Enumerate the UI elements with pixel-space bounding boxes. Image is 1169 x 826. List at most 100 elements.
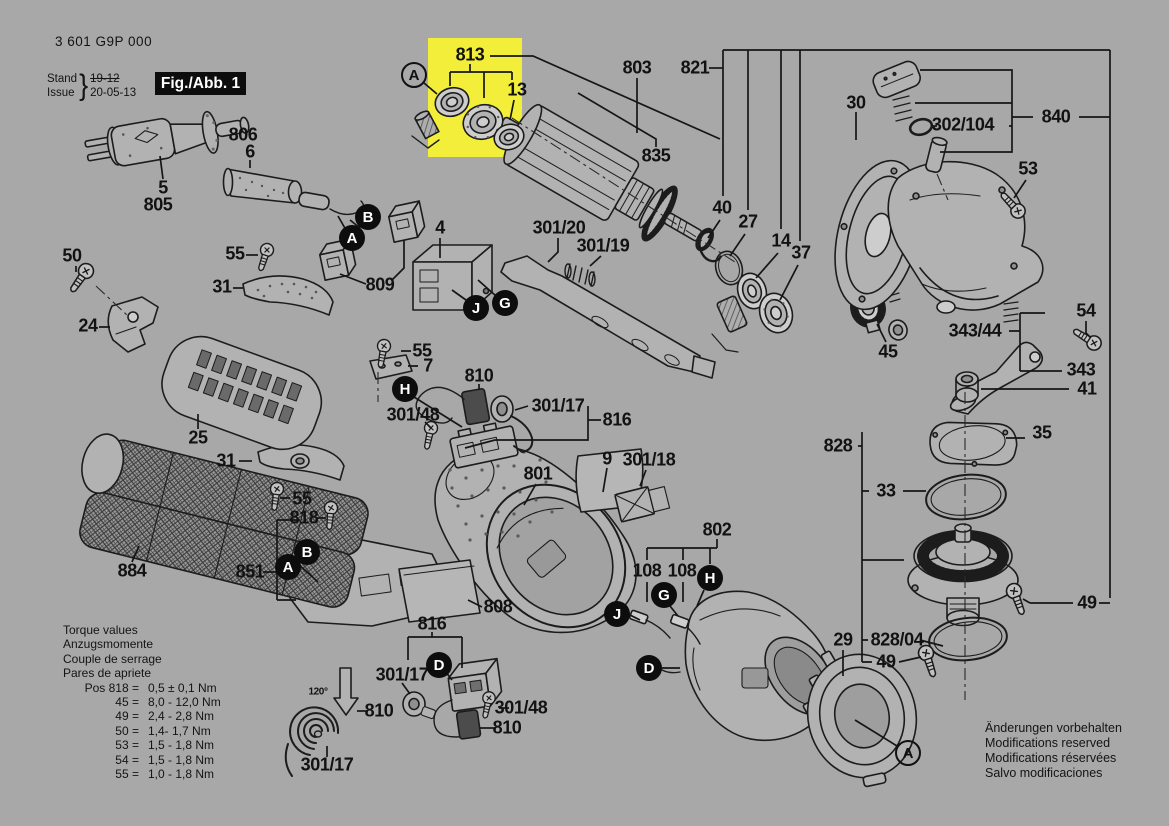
callout-301-19: 301/19 bbox=[576, 235, 630, 256]
gasket bbox=[929, 421, 1018, 467]
ref-marker-h: H bbox=[392, 376, 418, 402]
torque-row: 55 =1,0 - 1,8 Nm bbox=[115, 767, 215, 782]
grommet bbox=[402, 691, 436, 720]
stand-label: Stand bbox=[47, 72, 78, 85]
callout-27: 27 bbox=[738, 211, 758, 232]
ref-marker-b: B bbox=[355, 204, 381, 230]
callout-108: 108 bbox=[667, 560, 697, 581]
torque-title: Anzugsmomente bbox=[63, 637, 154, 652]
callout-6: 6 bbox=[245, 141, 255, 162]
device-part-number: 3 601 G9P 000 bbox=[55, 34, 153, 49]
callout-7: 7 bbox=[423, 355, 433, 376]
rear-housing bbox=[161, 335, 323, 451]
callout-810: 810 bbox=[492, 717, 522, 738]
issue-label: Issue bbox=[47, 86, 75, 99]
stand-value: 19-12 bbox=[90, 72, 120, 85]
torque-title: Couple de serrage bbox=[63, 651, 162, 666]
callout-802: 802 bbox=[702, 519, 732, 540]
callout-801: 801 bbox=[523, 463, 553, 484]
callout-13: 13 bbox=[507, 79, 527, 100]
callout-29: 29 bbox=[833, 629, 853, 650]
callout-14: 14 bbox=[771, 230, 791, 251]
grommet bbox=[490, 395, 534, 453]
callout-809: 809 bbox=[365, 274, 395, 295]
callout-301-17: 301/17 bbox=[531, 395, 585, 416]
ref-marker-a-outline: A bbox=[401, 62, 427, 88]
figure-label: Fig./Abb. 1 bbox=[155, 72, 246, 95]
callout-55: 55 bbox=[412, 340, 432, 361]
ref-marker-g: G bbox=[492, 290, 518, 316]
capacitor-wire bbox=[415, 386, 465, 424]
torque-values-block: Torque values Anzugsmomente Couple de se… bbox=[63, 623, 221, 781]
callout-35: 35 bbox=[1032, 422, 1052, 443]
ref-marker-a: A bbox=[275, 554, 301, 580]
ref-marker-a: A bbox=[339, 225, 365, 251]
callout-816: 816 bbox=[417, 613, 447, 634]
callout-301-17: 301/17 bbox=[375, 664, 429, 685]
callout-813: 813 bbox=[455, 44, 485, 65]
notice-line: Modifications reserved bbox=[985, 736, 1111, 750]
o-ring-828-04 bbox=[928, 616, 1008, 662]
ref-marker-j: J bbox=[463, 295, 489, 321]
callout-30: 30 bbox=[846, 92, 866, 113]
notice-line: Salvo modificaciones bbox=[985, 766, 1103, 780]
callout-55: 55 bbox=[292, 488, 312, 509]
power-plug bbox=[84, 110, 250, 167]
callout-31: 31 bbox=[216, 450, 236, 471]
ref-marker-j: J bbox=[604, 601, 630, 627]
callout-851: 851 bbox=[235, 561, 265, 582]
carbon-brush bbox=[387, 200, 426, 243]
torque-row: 45 =8,0 - 12,0 Nm bbox=[115, 695, 221, 710]
switch-block bbox=[412, 244, 493, 311]
vent-plate bbox=[242, 275, 334, 316]
lock-button bbox=[872, 60, 921, 99]
rotation-arrow bbox=[333, 667, 359, 716]
brace-glyph: } bbox=[79, 68, 89, 102]
callout-803: 803 bbox=[622, 57, 652, 78]
callout-33: 33 bbox=[876, 480, 896, 501]
cord-protector bbox=[222, 167, 365, 216]
callout-9: 9 bbox=[602, 448, 612, 469]
callout-810: 810 bbox=[364, 700, 394, 721]
modifications-notice: Änderungen vorbehalten Modifications res… bbox=[985, 721, 1122, 781]
torque-row: 53 =1,5 - 1,8 Nm bbox=[115, 738, 215, 753]
coiled-wire bbox=[284, 706, 340, 777]
callout-4: 4 bbox=[435, 217, 445, 238]
notice-line: Modifications réservées bbox=[985, 751, 1117, 765]
callout-805: 805 bbox=[143, 194, 173, 215]
callout-302-104: 302/104 bbox=[931, 114, 995, 135]
torque-row: 50 =1,4- 1,7 Nm bbox=[115, 723, 211, 738]
callout-54: 54 bbox=[1076, 300, 1096, 321]
callout-828-04: 828/04 bbox=[870, 629, 924, 650]
callout-120deg: 120° bbox=[308, 686, 328, 698]
callout-301-20: 301/20 bbox=[532, 217, 586, 238]
o-ring-302-104 bbox=[908, 117, 934, 137]
revision-block: Stand Issue } 19-12 20-05-13 bbox=[47, 68, 137, 102]
bushing bbox=[955, 371, 979, 403]
leader-lines bbox=[75, 49, 1111, 757]
callout-808: 808 bbox=[483, 596, 513, 617]
capacitor bbox=[455, 709, 482, 740]
callout-37: 37 bbox=[791, 242, 811, 263]
ref-marker-g: G bbox=[651, 582, 677, 608]
callout-108: 108 bbox=[632, 560, 662, 581]
callout-49: 49 bbox=[1077, 592, 1097, 613]
callout-49: 49 bbox=[876, 651, 896, 672]
switch-lever bbox=[500, 255, 716, 379]
callout-40: 40 bbox=[712, 197, 732, 218]
callout-816: 816 bbox=[602, 409, 632, 430]
callout-835: 835 bbox=[641, 145, 671, 166]
callout-301-18: 301/18 bbox=[622, 449, 676, 470]
ref-marker-h: H bbox=[697, 565, 723, 591]
callout-50: 50 bbox=[62, 245, 82, 266]
capacitor bbox=[461, 388, 491, 426]
issue-value: 20-05-13 bbox=[90, 86, 137, 99]
torque-row: 54 =1,5 - 1,8 Nm bbox=[115, 752, 215, 767]
callout-821: 821 bbox=[680, 57, 710, 78]
callout-45: 45 bbox=[878, 341, 898, 362]
callout-53: 53 bbox=[1018, 158, 1038, 179]
bevel-gear-unit bbox=[907, 523, 1019, 627]
center-lines bbox=[95, 117, 966, 700]
ref-marker-d: D bbox=[636, 655, 662, 681]
callout-25: 25 bbox=[188, 427, 208, 448]
